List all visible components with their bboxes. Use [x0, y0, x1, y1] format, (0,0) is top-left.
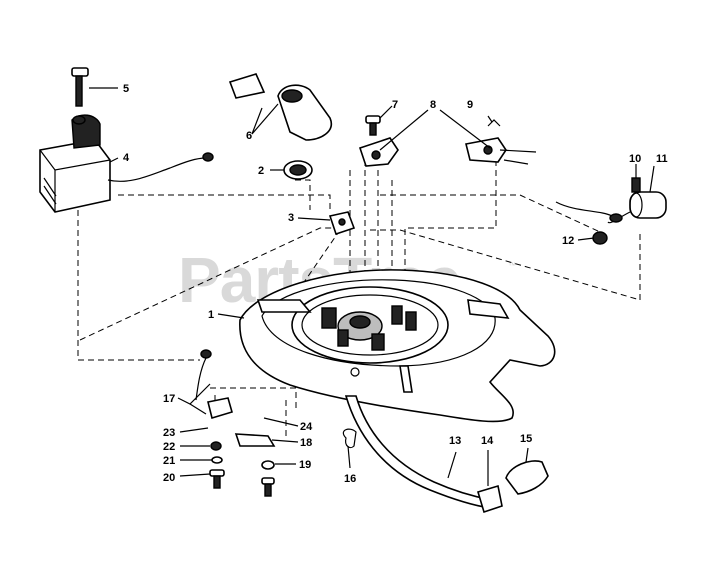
- ignition-coil: [39, 114, 214, 213]
- callout-23: 23: [163, 427, 175, 439]
- callout-2: 2: [258, 165, 264, 177]
- callout-7: 7: [392, 99, 398, 111]
- callout-15: 15: [520, 433, 532, 445]
- callout-6: 6: [246, 130, 252, 142]
- callout-3: 3: [288, 212, 294, 224]
- coil-screw: [71, 67, 89, 125]
- callout-13: 13: [449, 435, 461, 447]
- callout-4: 4: [123, 152, 130, 164]
- spring-14: [477, 484, 503, 514]
- retaining-clip: [487, 119, 501, 127]
- callout-8: 8: [430, 99, 436, 111]
- callout-11: 11: [656, 153, 668, 165]
- assembly-dashed-lines: [77, 160, 641, 440]
- callout-14: 14: [481, 435, 494, 447]
- callout-21: 21: [163, 455, 175, 467]
- plug-cap-15: [505, 460, 549, 495]
- callout-22: 22: [163, 441, 175, 453]
- callout-5: 5: [123, 83, 129, 95]
- callout-9: 9: [467, 99, 473, 111]
- lockwasher-22: [210, 441, 222, 451]
- screw-20: [209, 469, 225, 489]
- callout-19: 19: [299, 459, 311, 471]
- watermark-trademark: ™: [508, 261, 516, 270]
- callout-10: 10: [629, 153, 641, 165]
- seal-ring: [283, 160, 313, 180]
- callout-17: 17: [163, 393, 175, 405]
- callout-24: 24: [300, 421, 313, 433]
- hex-nut: [592, 231, 608, 245]
- clip-16: [342, 428, 357, 449]
- terminal-clip: [234, 433, 276, 447]
- leader-lines: [89, 87, 655, 486]
- screw-bottom: [261, 477, 275, 497]
- stator-plate: [239, 269, 556, 423]
- washer-19: [261, 460, 275, 470]
- cam-wiper: [328, 211, 356, 236]
- callout-20: 20: [163, 472, 175, 484]
- callout-1: 1: [208, 309, 214, 321]
- callout-18: 18: [300, 437, 312, 449]
- washer-21: [211, 456, 223, 464]
- callout-16: 16: [344, 473, 356, 485]
- condenser: [555, 177, 667, 224]
- breaker-points: [358, 137, 537, 167]
- ground-lead: [195, 349, 233, 420]
- callout-12: 12: [562, 235, 574, 247]
- breaker-screw: [365, 115, 381, 136]
- callout-labels: 5 4 6 2 3 7 8 9 10 11 12 1 17 24 23 18 2…: [123, 83, 668, 485]
- breaker-cover: [228, 73, 333, 141]
